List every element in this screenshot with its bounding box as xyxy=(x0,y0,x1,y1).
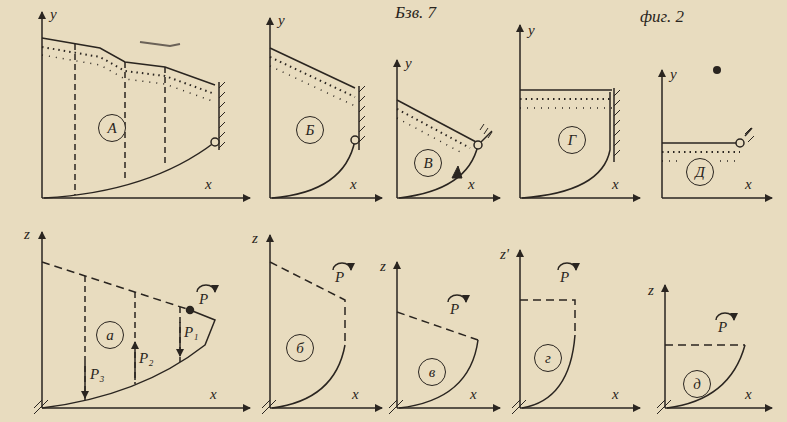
axis-label: z xyxy=(648,282,654,298)
axis-label: P xyxy=(335,269,344,285)
panel-circle: Г xyxy=(558,126,586,154)
panel-circle: в xyxy=(418,358,446,386)
axis-label: P xyxy=(450,301,459,317)
axis-label: x xyxy=(612,386,619,402)
panel-circle: А xyxy=(98,114,126,142)
axis-label: P₂ xyxy=(139,350,153,366)
axis-label: x xyxy=(745,176,752,192)
panel-circle: В xyxy=(414,149,442,177)
panel-circle: а xyxy=(96,321,124,349)
panel-letter: Д xyxy=(695,165,705,180)
panel-letter: А xyxy=(107,121,116,136)
axis-label: P xyxy=(718,319,727,335)
axis-label: P xyxy=(199,291,208,307)
axis-label: z' xyxy=(500,246,509,262)
panel-circle: Д xyxy=(686,158,714,186)
axis-label: y xyxy=(50,6,57,22)
panel-letter: б xyxy=(296,341,304,356)
axis-label: P₁ xyxy=(184,324,198,340)
axis-label: z xyxy=(252,230,258,246)
axis-label: x xyxy=(350,176,357,192)
axis-label: x xyxy=(612,176,619,192)
panel-circle: д xyxy=(683,370,711,398)
axis-label: x xyxy=(352,386,359,402)
axis-label: x xyxy=(470,386,477,402)
panel-letter: д xyxy=(693,377,701,392)
axis-label: x xyxy=(468,176,475,192)
panel-letter: а xyxy=(106,328,114,343)
axis-label: x xyxy=(205,176,212,192)
panel-circle: б xyxy=(286,334,314,362)
panel-circle: Б xyxy=(296,116,324,144)
panel-letter: в xyxy=(429,365,436,380)
axis-label: z xyxy=(380,258,386,274)
figure-caption: фиг. 2 xyxy=(640,8,684,26)
axis-label: x xyxy=(745,386,752,402)
axis-label: y xyxy=(670,66,677,82)
panel-letter: Б xyxy=(306,123,315,138)
axis-label: y xyxy=(528,22,535,38)
axis-label: P xyxy=(560,269,569,285)
axis-label: P₃ xyxy=(90,366,104,382)
panel-letter: г xyxy=(545,351,551,366)
axis-label: y xyxy=(405,55,412,71)
axis-label: z xyxy=(24,226,30,242)
panel-letter: Г xyxy=(568,133,577,148)
panel-letter: В xyxy=(423,156,432,171)
panel-circle: г xyxy=(534,344,562,372)
figure-caption: Бзв. 7 xyxy=(395,4,436,22)
axis-label: y xyxy=(278,12,285,28)
axis-label: x xyxy=(210,386,217,402)
